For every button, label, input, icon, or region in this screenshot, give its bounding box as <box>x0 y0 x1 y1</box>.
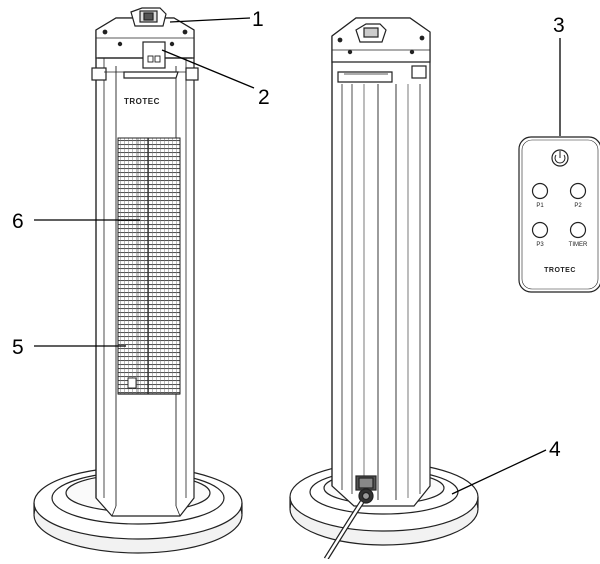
handle-right-front <box>185 67 199 81</box>
remote-power-button <box>551 149 569 167</box>
callout-3: 3 <box>553 14 565 37</box>
remote-brand-logo: TROTEC <box>544 267 576 274</box>
tower-body-back <box>331 17 431 507</box>
leader-line-2 <box>161 49 255 89</box>
handle-left-back <box>337 71 393 83</box>
power-switch <box>130 7 167 27</box>
callout-6: 6 <box>12 210 24 233</box>
handle-right-back <box>411 65 427 79</box>
tower-back <box>289 17 479 561</box>
remote-label-p3: P3 <box>536 242 544 248</box>
callout-4: 4 <box>549 438 561 461</box>
leader-line-4 <box>451 449 547 495</box>
handle-left-front <box>91 67 107 81</box>
power-cord <box>323 475 377 561</box>
remote-label-p2: P2 <box>574 203 582 209</box>
remote-label-timer: TIMER <box>569 242 588 248</box>
callout-1: 1 <box>252 8 264 31</box>
remote-label-p1: P1 <box>536 203 544 209</box>
leader-line-1 <box>169 17 251 23</box>
heating-grille <box>117 137 181 395</box>
remote-button-timer <box>569 221 587 239</box>
callout-5: 5 <box>12 336 24 359</box>
remote-button-p3 <box>531 221 549 239</box>
tower-front <box>33 7 243 554</box>
remote-button-p1 <box>531 182 549 200</box>
remote-button-p2 <box>569 182 587 200</box>
tower-brand-logo: TROTEC <box>124 97 160 106</box>
top-cap-front <box>95 17 195 59</box>
control-panel <box>142 41 166 69</box>
remote-control <box>518 136 600 293</box>
top-cap-back <box>331 17 431 63</box>
callout-lines <box>34 17 561 495</box>
callout-2: 2 <box>258 86 270 109</box>
